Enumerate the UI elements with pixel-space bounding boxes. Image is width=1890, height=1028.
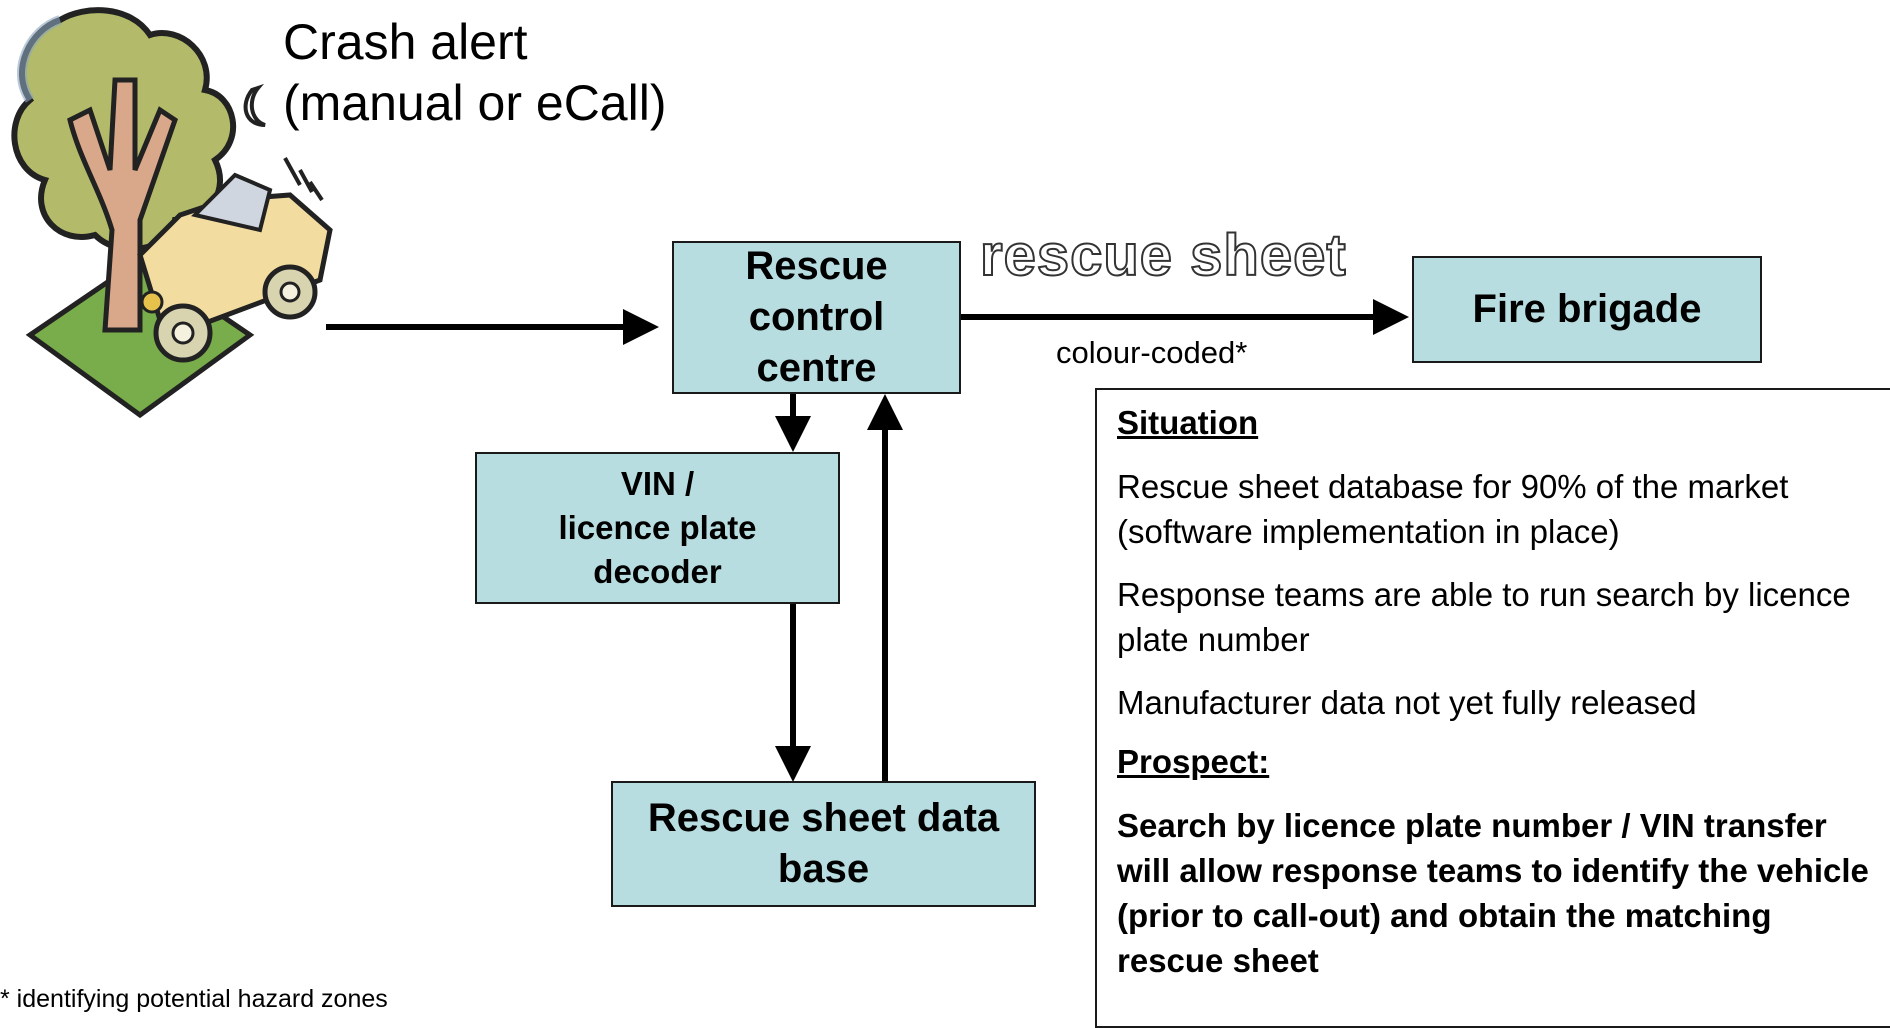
node-vin-licence-plate-decoder: VIN / licence plate decoder [475,452,840,604]
footnote: * identifying potential hazard zones [0,985,388,1013]
prospect-heading: Prospect: [1117,743,1270,780]
edge-label-colour-coded: colour-coded* [1056,335,1248,370]
crash-alert-label: Crash alert (manual or eCall) [283,14,667,131]
situation-prospect-panel: Situation Rescue sheet database for 90% … [1095,388,1890,1028]
node-rescue-sheet-database: Rescue sheet data base [611,781,1036,907]
moon-icon [243,83,266,127]
node-fire-brigade: Fire brigade [1412,256,1762,363]
edge-label-rescue-sheet: rescue sheet [979,222,1347,289]
car-crash-illustration [11,7,333,419]
situation-item: Manufacturer data not yet fully released [1117,684,1697,721]
tree-trunk [67,77,179,333]
situation-item: Rescue sheet database for 90% of the mar… [1117,468,1789,550]
situation-heading: Situation [1117,404,1259,441]
prospect-text: Search by licence plate number / VIN tra… [1117,807,1869,979]
node-rescue-control-centre: Rescue control centre [672,241,961,394]
situation-item: Response teams are able to run search by… [1117,576,1851,658]
